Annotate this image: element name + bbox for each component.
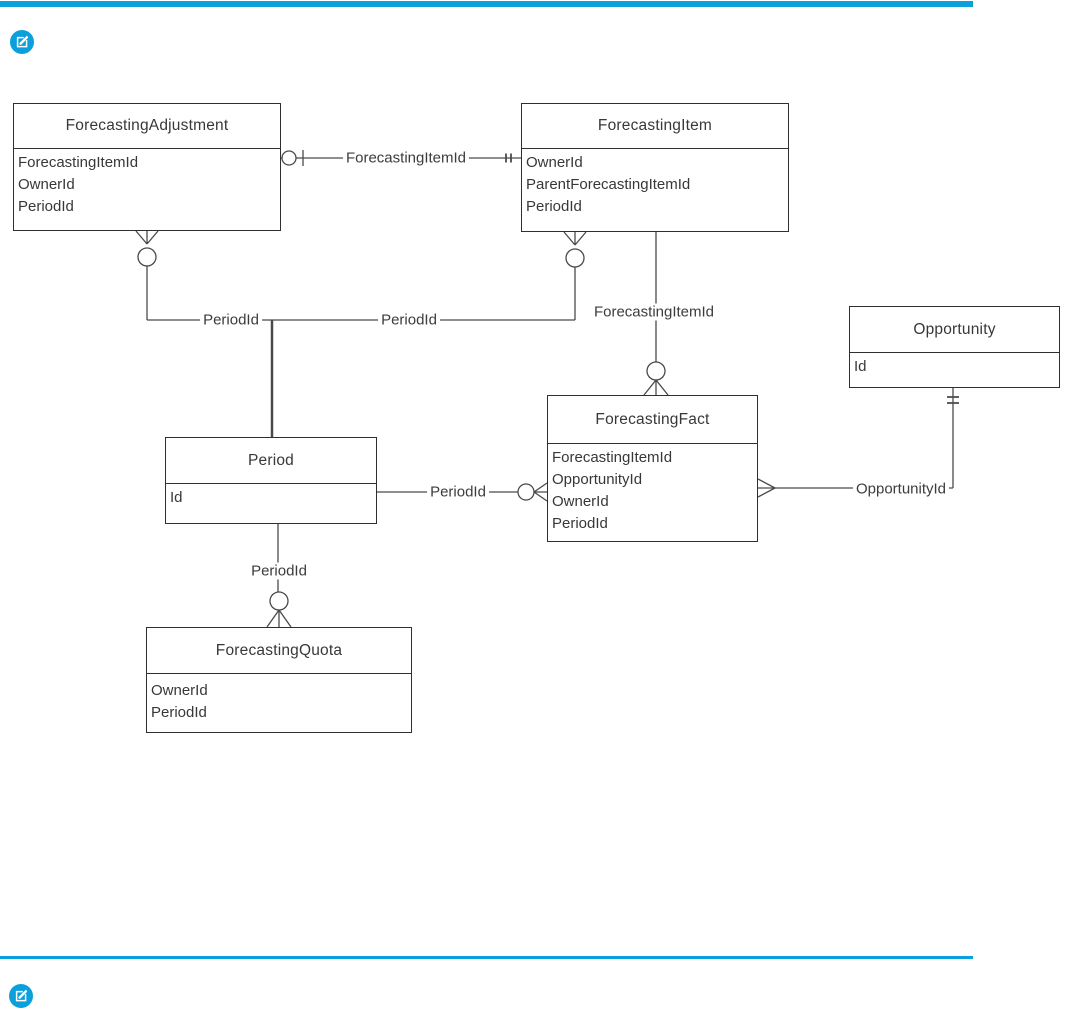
one-one-marker-item [505,153,512,163]
entity-forecasting-fact[interactable]: ForecastingFact ForecastingItemId Opport… [547,395,758,542]
field-row: PeriodId [151,704,207,721]
crowfoot-item-bottom [563,231,587,246]
line-opportunity-fact [775,388,954,489]
relationship-label: PeriodId [427,483,489,501]
crowfoot-fact-right [757,478,776,498]
bottom-divider-bar [0,956,973,959]
entity-field-list: Id [166,484,376,509]
crowfoot-quota-top [266,609,292,628]
entity-title: ForecastingAdjustment [14,104,280,149]
entity-title: Opportunity [850,307,1059,353]
relationship-label: PeriodId [378,311,440,329]
edit-icon[interactable] [9,984,33,1008]
edit-icon[interactable] [10,30,34,54]
field-row: OwnerId [526,154,583,171]
crowfoot-fact-left [533,482,548,502]
relationship-label: ForecastingItemId [342,149,470,167]
entity-title: Period [166,438,376,484]
entity-forecasting-item[interactable]: ForecastingItem OwnerId ParentForecastin… [521,103,789,232]
field-row: OwnerId [552,493,609,510]
field-row: Id [170,489,183,506]
field-row: OpportunityId [552,471,643,488]
entity-forecasting-adjustment[interactable]: ForecastingAdjustment ForecastingItemId … [13,103,281,231]
field-row: Id [854,358,867,375]
crowfoot-adjustment-bottom [135,230,159,245]
field-row: ForecastingItemId [552,449,673,466]
relationship-label: OpportunityId [852,480,950,498]
one-one-marker-opportunity [947,396,959,404]
entity-field-list: ForecastingItemId OpportunityId OwnerId … [548,444,757,535]
zero-marker-adjustment-bottom [137,247,157,267]
field-row: ForecastingItemId [18,154,139,171]
entity-forecasting-quota[interactable]: ForecastingQuota OwnerId PeriodId [146,627,412,733]
entity-period[interactable]: Period Id [165,437,377,524]
entity-title: ForecastingItem [522,104,788,149]
entity-title: ForecastingQuota [147,628,411,674]
entity-field-list: ForecastingItemId OwnerId PeriodId [14,149,280,218]
zero-marker-adjustment [281,150,297,166]
top-divider-bar [0,1,973,7]
field-row: PeriodId [526,198,582,215]
entity-opportunity[interactable]: Opportunity Id [849,306,1060,388]
zero-marker-item-bottom [565,248,585,268]
zero-marker-fact-left [517,483,535,501]
zero-marker-quota-top [269,591,289,611]
field-row: PeriodId [18,198,74,215]
field-row: PeriodId [552,515,608,532]
crowfoot-fact-top [643,379,669,396]
relationship-label: PeriodId [200,311,262,329]
relationship-label: PeriodId [248,562,310,580]
entity-field-list: OwnerId PeriodId [147,674,411,724]
entity-field-list: OwnerId ParentForecastingItemId PeriodId [522,149,788,218]
field-row: OwnerId [151,682,208,699]
field-row: ParentForecastingItemId [526,176,691,193]
relationship-label: ForecastingItemId [590,303,718,321]
zero-marker-fact-top [646,361,666,381]
entity-title: ForecastingFact [548,396,757,444]
field-row: OwnerId [18,176,75,193]
entity-field-list: Id [850,353,1059,378]
